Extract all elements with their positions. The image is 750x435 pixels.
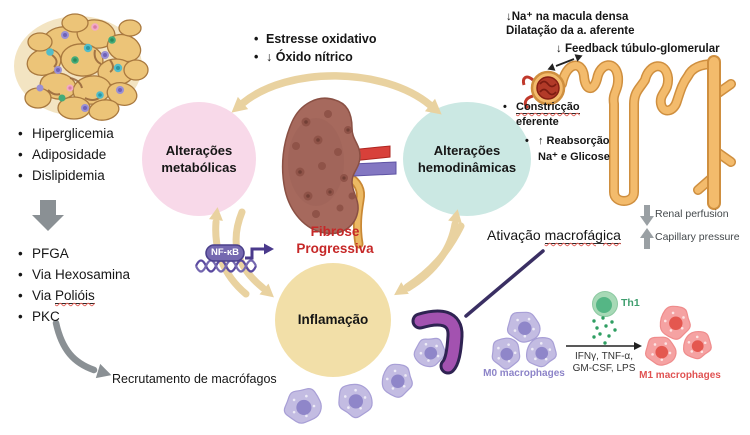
- macrophage-activation-label: Ativação macrofágica: [487, 227, 621, 244]
- m1-macrophages-label: M1 macrophages: [639, 370, 721, 381]
- efferent-constriction-line: Constricção: [503, 101, 580, 114]
- oxidative-stress-list: Estresse oxidativo ↓ Óxido nítrico: [252, 31, 376, 66]
- efferent-constriction-line2: eferente: [516, 116, 559, 128]
- metabolic-circle-label: Alterações metabólicas: [161, 143, 237, 175]
- nfkb-box: [205, 244, 245, 262]
- list-item: Via Polióis: [16, 285, 130, 306]
- activation-pointer-line: [464, 249, 545, 318]
- cytokine-dots: [592, 316, 617, 345]
- fibrosis-label: Fibrose Progressiva: [296, 224, 374, 256]
- capillary-pressure-label: Capillary pressure: [655, 231, 740, 243]
- activation-hook: [411, 309, 464, 375]
- pathway-list: PFGA Via Hexosamina Via Polióis PKC: [16, 243, 130, 327]
- list-item: ↓ Óxido nítrico: [252, 49, 376, 67]
- list-item: Hiperglicemia: [16, 123, 114, 144]
- list-item: Adiposidade: [16, 144, 114, 165]
- macrophage-cells: [283, 305, 712, 424]
- perfusion-arrows: [640, 205, 654, 249]
- recruitment-curved-arrow: [52, 319, 112, 379]
- risk-factor-list: Hiperglicemia Adiposidade Dislipidemia: [16, 123, 114, 186]
- tubuloglomerular-feedback-line: ↓ Feedback túbulo-glomerular: [556, 43, 720, 55]
- hemodynamic-circle-label: Alterações hemodinâmicas: [417, 143, 517, 175]
- list-item: PFGA: [16, 243, 130, 264]
- polarization-arrow: [566, 342, 642, 350]
- metabolic-circle: [142, 102, 256, 216]
- m0-macrophages-label: M0 macrophages: [483, 368, 565, 379]
- th1-cell: [592, 291, 618, 317]
- nfkb-label: NF-κB: [211, 247, 239, 258]
- inflammation-circle: [275, 263, 391, 377]
- list-item: Estresse oxidativo: [252, 31, 376, 49]
- cytokines-line1: IFNγ, TNF-α,: [575, 351, 633, 362]
- cycle-arrowheads: [209, 96, 462, 298]
- list-item: Via Hexosamina: [16, 264, 130, 285]
- hemodynamic-circle: [403, 102, 531, 216]
- list-item: PKC: [16, 306, 130, 327]
- cycle-arrows: [212, 72, 465, 298]
- recruitment-label: Recrutamento de macrófagos: [112, 372, 277, 386]
- nephron-illustration: [522, 54, 736, 210]
- inflammation-circle-label: Inflamação: [297, 312, 369, 327]
- list-item: Dislipidemia: [16, 165, 114, 186]
- reabsorption-line: ↑ Reabsorção: [525, 135, 610, 147]
- feedback-double-arrow: [547, 54, 583, 71]
- cytokines-line2: GM-CSF, LPS: [572, 363, 636, 374]
- capillary-pressure-up-arrow: [640, 228, 654, 249]
- afferent-dilation-line: Dilatação da a. aferente: [506, 25, 635, 37]
- transcription-arrow: [245, 247, 264, 260]
- down-arrow: [32, 200, 64, 231]
- reabsorption-line2: Na⁺ e Glicose: [538, 151, 610, 163]
- nfkb-element: [194, 243, 274, 273]
- renal-perfusion-down-arrow: [640, 205, 654, 226]
- renal-perfusion-label: Renal perfusion: [655, 208, 729, 220]
- th1-label: Th1: [621, 297, 640, 309]
- adipose-tissue-illustration: [14, 13, 149, 121]
- macula-densa-line: ↓Na⁺ na macula densa: [506, 11, 629, 23]
- kidney-illustration: [281, 97, 397, 249]
- immune-cell-dots: [36, 23, 124, 112]
